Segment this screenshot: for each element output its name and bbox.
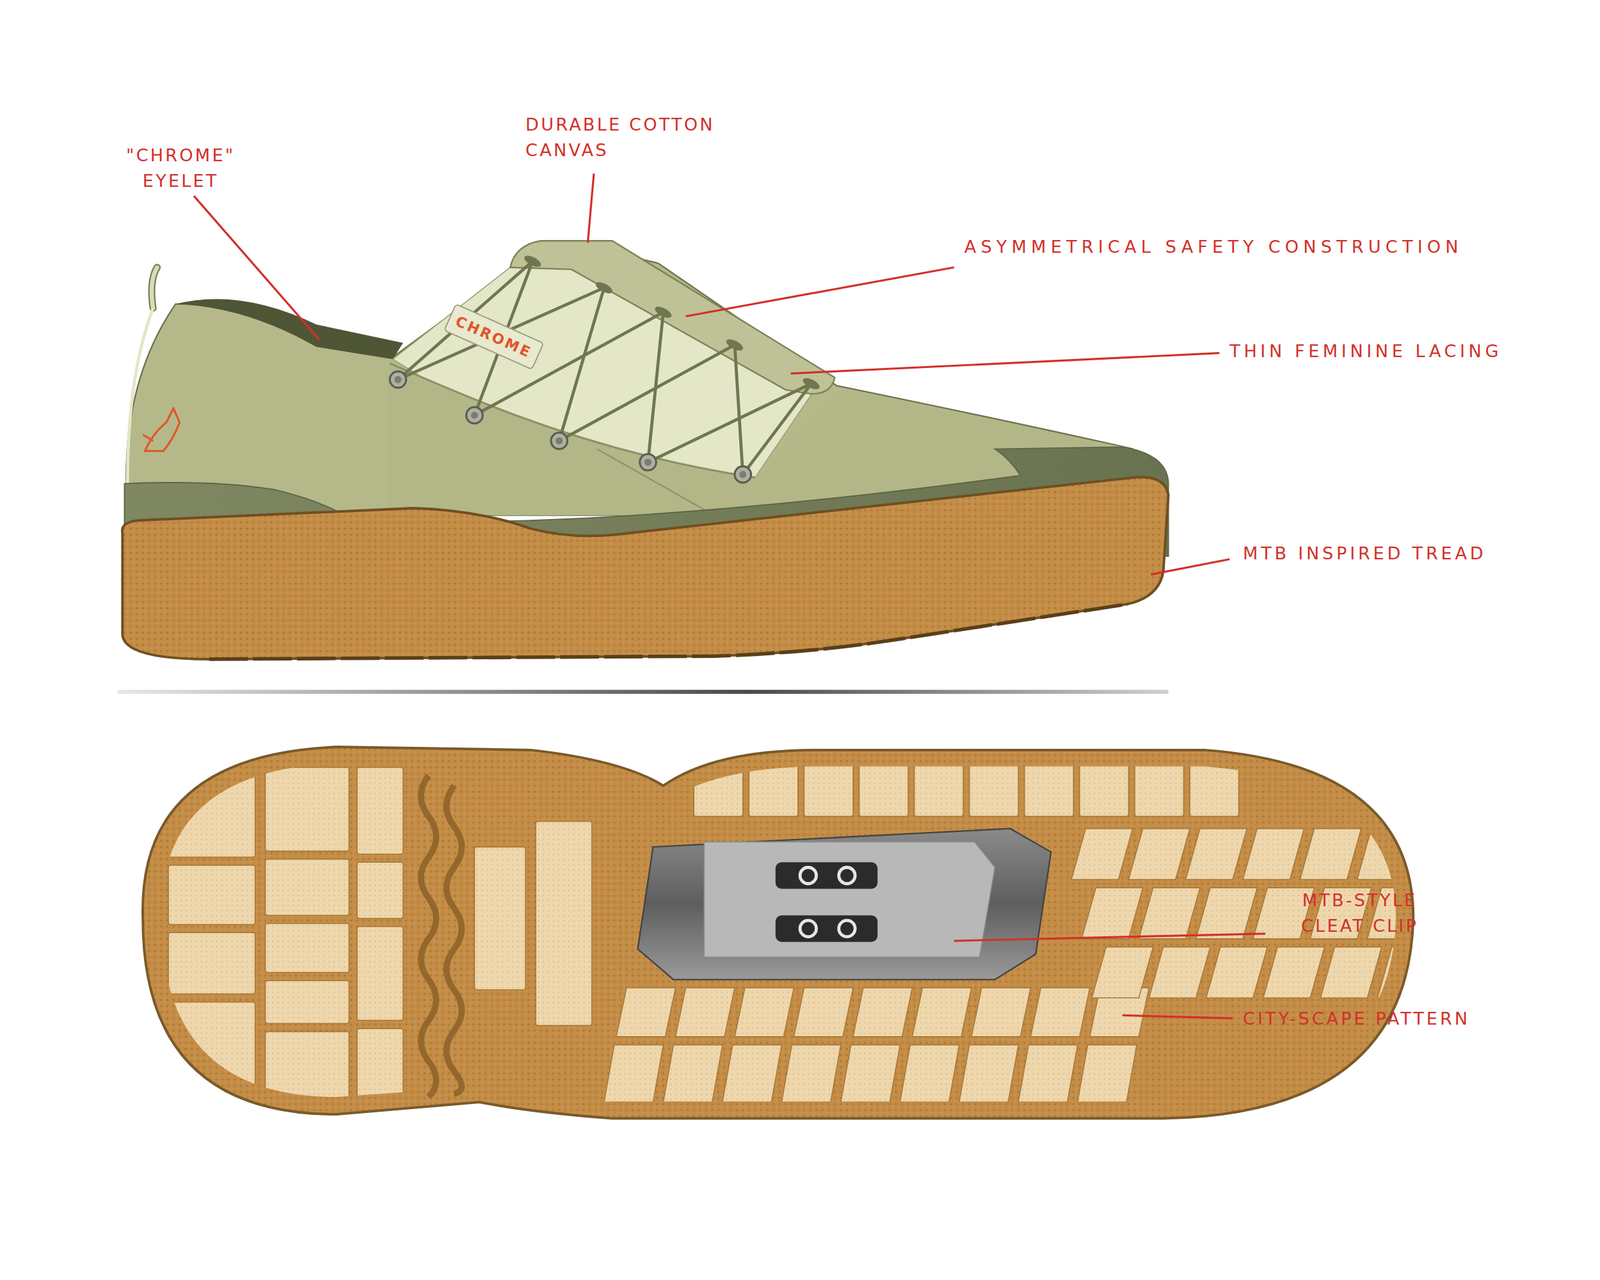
tread-lug <box>265 858 350 916</box>
tread-lug <box>1081 887 1144 939</box>
tread-lug <box>265 1031 350 1099</box>
tread-lug <box>357 926 404 1021</box>
tread-lug <box>1242 828 1305 880</box>
tread-lug <box>1206 947 1268 999</box>
tread-lug <box>1148 947 1211 999</box>
tread-lug <box>1018 1045 1078 1103</box>
tread-lug <box>1196 887 1258 939</box>
tread-lug <box>1138 887 1200 939</box>
collar-lining <box>175 298 404 360</box>
callout-label: THIN FEMININE LACING <box>1229 338 1503 364</box>
tread-lug <box>357 1028 404 1101</box>
tread-lug <box>1077 1045 1137 1103</box>
tread-lug <box>265 980 350 1024</box>
callout-label: "CHROME" EYELET <box>114 142 248 194</box>
callout-label: MTB-STYLE CLEAT CLIP <box>1270 887 1449 939</box>
leader-lines <box>193 173 1266 1019</box>
tread-lug <box>912 987 971 1037</box>
eyelet-edge <box>389 363 756 479</box>
tread-lug <box>899 1045 959 1103</box>
tread-lug <box>1320 947 1382 999</box>
callout-label: ASYMMETRICAL SAFETY CONSTRUCTION <box>964 234 1464 260</box>
eyelets <box>389 371 751 483</box>
tread-lug <box>793 987 853 1037</box>
heel-piping <box>127 308 153 491</box>
tread-lug <box>853 987 912 1037</box>
tread-lug <box>604 1045 664 1103</box>
brand-tab <box>444 304 544 370</box>
tread-lug <box>474 846 526 990</box>
midsole <box>122 477 1169 660</box>
tread-lug <box>616 987 676 1037</box>
tread-lug <box>959 1045 1019 1103</box>
tread-lug <box>1185 828 1248 880</box>
tread-lug <box>734 987 794 1037</box>
tread-lug <box>265 767 350 852</box>
tread-lug <box>168 932 256 994</box>
tread-lug <box>722 1045 782 1103</box>
tread-edge <box>209 604 1128 660</box>
callout-label: CITY-SCAPE PATTERN <box>1242 1006 1471 1032</box>
tread-lug <box>748 757 799 816</box>
outsole <box>142 746 1414 1119</box>
tread-lug <box>357 767 404 855</box>
tread-lug <box>914 757 964 816</box>
tread-lug <box>1128 828 1190 880</box>
tread-lug <box>781 1045 841 1103</box>
tread-lug <box>1263 947 1325 999</box>
tread-lug <box>1134 757 1184 816</box>
tread-lug <box>663 1045 722 1103</box>
callout-label: MTB INSPIRED TREAD <box>1242 540 1487 566</box>
tread-lug <box>1024 757 1074 816</box>
seam <box>597 449 715 516</box>
tread-lug <box>840 1045 900 1103</box>
cleat-plate <box>638 828 1052 980</box>
logo-bird <box>142 408 180 452</box>
callout-label: DURABLE COTTON CANVAS <box>525 112 716 163</box>
tread-lug <box>1030 987 1090 1037</box>
tread-lug <box>535 821 592 1026</box>
tread-lug <box>971 987 1031 1037</box>
tread-lug <box>693 757 744 816</box>
tread-lug <box>1071 828 1133 880</box>
pull-tab <box>151 267 158 309</box>
tread-lug <box>1091 947 1154 999</box>
lace-loops <box>522 253 822 392</box>
tread-lug <box>168 865 256 925</box>
tread-lugs <box>168 757 1439 1103</box>
tread-lug <box>803 757 854 816</box>
cleat-insert <box>704 841 995 957</box>
tread-lug <box>969 757 1019 816</box>
waist-waves <box>421 775 463 1097</box>
shadow-line <box>117 689 1168 694</box>
tread-lug <box>1299 828 1362 880</box>
pull-tab-fill <box>151 267 158 309</box>
shoe-side-view <box>122 240 1169 660</box>
tread-lug <box>168 775 256 858</box>
tread-lug <box>168 1002 256 1097</box>
tread-lug <box>357 862 404 919</box>
tread-lug <box>858 757 909 816</box>
tread-lug <box>265 923 350 973</box>
tread-lug <box>1189 757 1240 816</box>
tread-lug <box>1357 828 1419 880</box>
tread-lug <box>1377 947 1439 999</box>
tread-lug <box>675 987 735 1037</box>
laces <box>398 261 812 475</box>
cleat-slots <box>775 862 878 942</box>
tread-lug <box>1079 757 1129 816</box>
